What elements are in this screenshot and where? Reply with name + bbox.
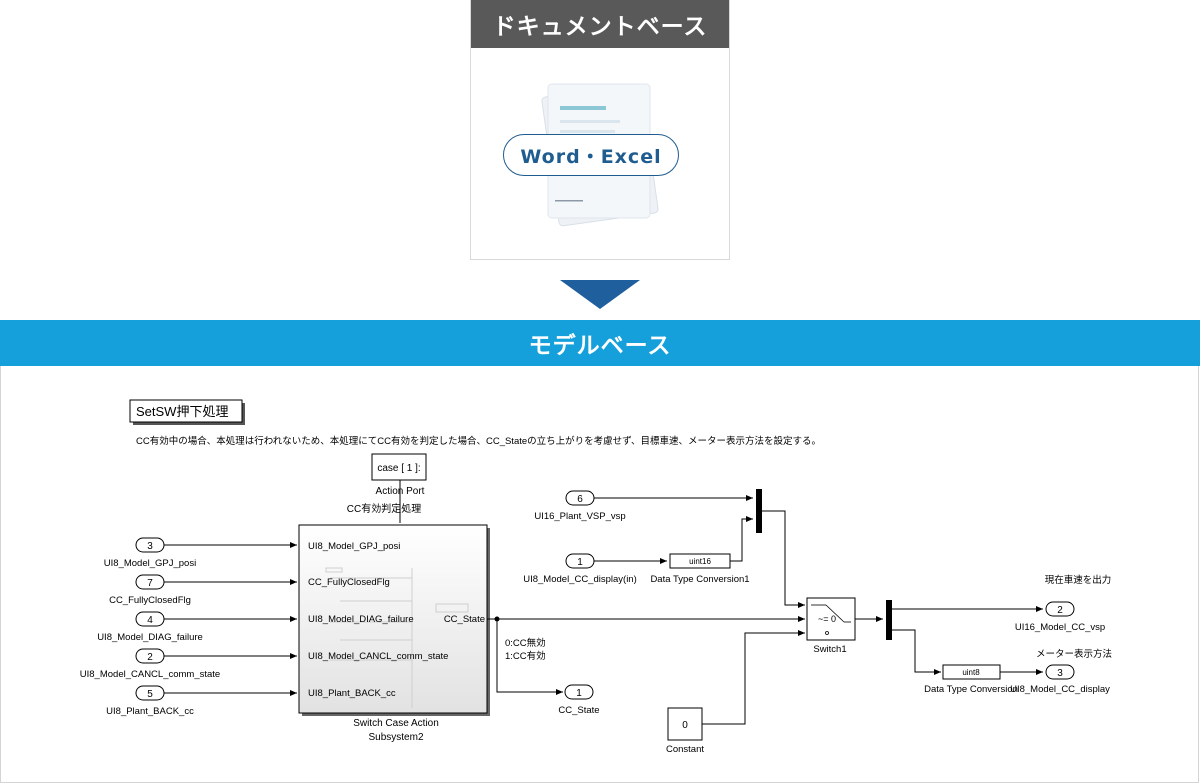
subsystem-label-2: Subsystem2 xyxy=(368,732,423,743)
subsystem-output: CC_State xyxy=(444,614,485,625)
outport-vsp: 2 UI16_Model_CC_vsp xyxy=(1015,601,1105,633)
subsystem-block xyxy=(298,524,488,714)
note-speed: 現在車速を出力 xyxy=(1045,574,1112,586)
constant-wire xyxy=(702,630,805,725)
conversion1-label: Data Type Conversion1 xyxy=(650,574,749,585)
svg-text:5: 5 xyxy=(147,689,153,700)
svg-text:UI16_Plant_VSP_vsp: UI16_Plant_VSP_vsp xyxy=(534,511,625,522)
mux1-wires xyxy=(594,495,805,608)
annotation-cc-1: 1:CC有効 xyxy=(505,650,546,662)
svg-text:2: 2 xyxy=(1057,605,1063,616)
title-box xyxy=(129,399,243,423)
constant-label: Constant xyxy=(666,744,704,755)
simulink-diagram: SetSW押下処理 CC有効中の場合、本処理は行われないため、本処理にてCC有効… xyxy=(80,399,1112,755)
svg-text:UI8_Model_CANCL_comm_state: UI8_Model_CANCL_comm_state xyxy=(80,669,220,680)
subsystem-title: CC有効判定処理 xyxy=(347,502,421,515)
diagram-description: CC有効中の場合、本処理は行われないため、本処理にてCC有効を判定した場合、CC… xyxy=(136,435,821,447)
svg-text:1: 1 xyxy=(576,688,582,699)
svg-text:UI8_Plant_BACK_cc: UI8_Plant_BACK_cc xyxy=(106,706,194,717)
mux1-block xyxy=(756,489,762,533)
action-port-block xyxy=(371,453,427,481)
conversion1-type: uint16 xyxy=(689,557,711,566)
svg-text:UI8_Model_GPJ_posi: UI8_Model_GPJ_posi xyxy=(104,558,196,569)
subsystem-input-2: CC_FullyClosedFlg xyxy=(308,577,390,588)
inport-1: 1 UI8_Model_CC_display(in) xyxy=(523,553,637,585)
branch-dot xyxy=(494,616,500,622)
annotation-cc-0: 0:CC無効 xyxy=(505,637,546,649)
svg-text:UI8_Model_CC_display: UI8_Model_CC_display xyxy=(1010,684,1110,695)
inport-5: 5 UI8_Plant_BACK_cc xyxy=(106,685,194,717)
outport-display: 3 UI8_Model_CC_display xyxy=(1010,664,1110,695)
conversion-block xyxy=(942,664,1001,680)
inport-3: 3 UI8_Model_GPJ_posi xyxy=(104,537,196,569)
inport-4: 4 UI8_Model_DIAG_failure xyxy=(97,611,203,643)
constant-value: 0 xyxy=(682,720,688,731)
svg-text:4: 4 xyxy=(147,615,153,626)
diagram-title: SetSW押下処理 xyxy=(136,404,228,419)
conversion-label: Data Type Conversion xyxy=(924,684,1018,695)
subsystem-input-4: UI8_Model_CANCL_comm_state xyxy=(308,651,448,662)
conversion-type: uint8 xyxy=(962,668,980,677)
svg-text:2: 2 xyxy=(147,652,153,663)
word-excel-pill: Word・Excel xyxy=(503,134,679,176)
subsystem-label-1: Switch Case Action xyxy=(353,718,439,729)
outport-cc-state: 1 CC_State xyxy=(558,684,600,716)
svg-text:7: 7 xyxy=(147,578,153,589)
cc-state-wires xyxy=(487,616,805,695)
subsystem-input-5: UI8_Plant_BACK_cc xyxy=(308,688,396,699)
constant-block xyxy=(667,707,703,741)
svg-text:UI8_Model_CC_display(in): UI8_Model_CC_display(in) xyxy=(523,574,637,585)
svg-text:1: 1 xyxy=(577,557,583,568)
switch-icon xyxy=(811,604,851,635)
document-base-header: ドキュメントベース xyxy=(471,0,729,48)
down-arrow-icon xyxy=(560,280,640,309)
switch-label: Switch1 xyxy=(813,644,846,655)
svg-text:3: 3 xyxy=(147,541,153,552)
svg-text:CC_State: CC_State xyxy=(558,705,599,716)
inport-7: 7 CC_FullyClosedFlg xyxy=(109,574,191,606)
model-base-header: モデルベース xyxy=(0,320,1200,366)
svg-text:UI16_Model_CC_vsp: UI16_Model_CC_vsp xyxy=(1015,622,1105,633)
action-port-text: case [ 1 ]: xyxy=(377,463,420,474)
note-meter: メーター表示方法 xyxy=(1036,648,1112,660)
subsystem-input-3: UI8_Model_DIAG_failure xyxy=(308,614,414,625)
svg-text:6: 6 xyxy=(577,494,583,505)
svg-text:UI8_Model_DIAG_failure: UI8_Model_DIAG_failure xyxy=(97,632,203,643)
mux2-block xyxy=(886,600,892,640)
switch-threshold: ~= 0 xyxy=(818,614,836,624)
model-base-frame xyxy=(0,366,1199,783)
subsystem-preview xyxy=(325,567,469,708)
inport-2: 2 UI8_Model_CANCL_comm_state xyxy=(80,648,220,680)
svg-text:3: 3 xyxy=(1057,668,1063,679)
input-wires xyxy=(164,542,297,696)
output-wires xyxy=(892,606,1043,675)
inport-6: 6 UI16_Plant_VSP_vsp xyxy=(534,490,626,522)
svg-text:CC_FullyClosedFlg: CC_FullyClosedFlg xyxy=(109,595,191,606)
subsystem-input-1: UI8_Model_GPJ_posi xyxy=(308,541,400,552)
